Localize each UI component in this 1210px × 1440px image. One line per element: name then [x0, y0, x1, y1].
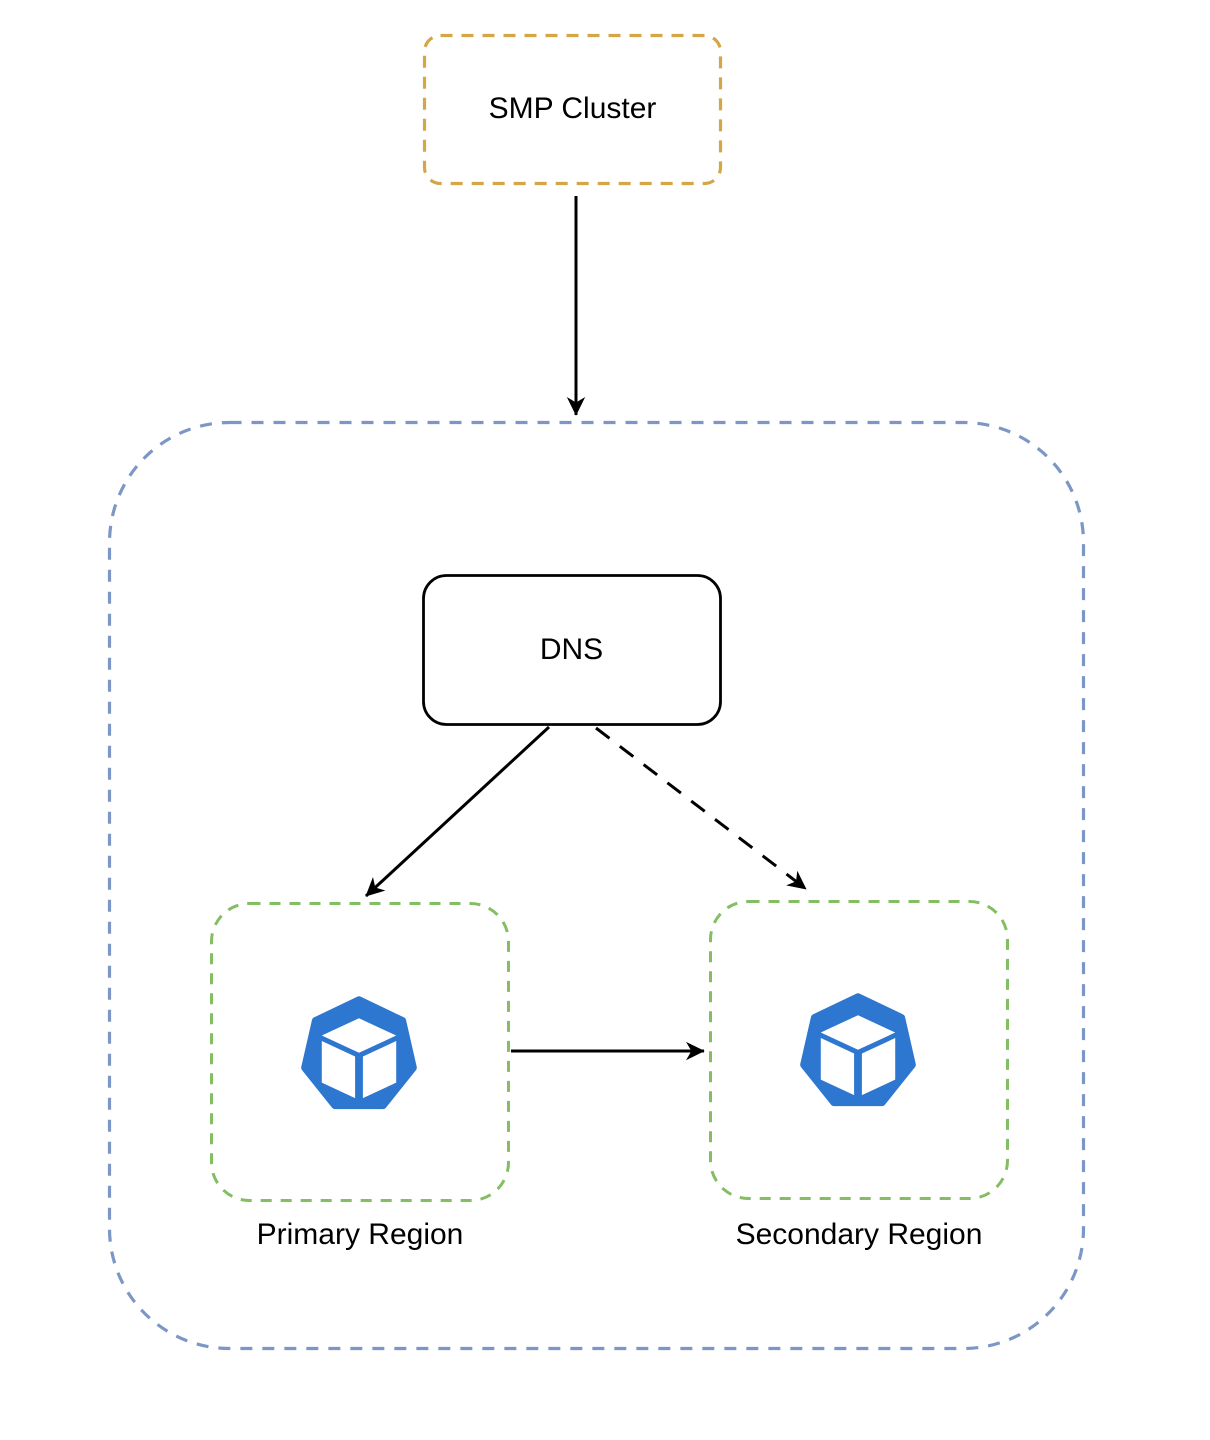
cube-heptagon-icon: [800, 993, 916, 1107]
regions-group-box: [107, 420, 1086, 1351]
edge-dns-to-secondary: [595, 726, 807, 891]
primary-region-label: Primary Region: [256, 1218, 464, 1251]
secondary-region-label: Secondary Region: [735, 1218, 983, 1251]
edge-dns-to-primary: [364, 725, 551, 898]
dns-label: DNS: [539, 632, 604, 666]
smp-cluster-label: SMP Cluster: [488, 92, 657, 125]
cube-heptagon-icon: [301, 996, 417, 1110]
